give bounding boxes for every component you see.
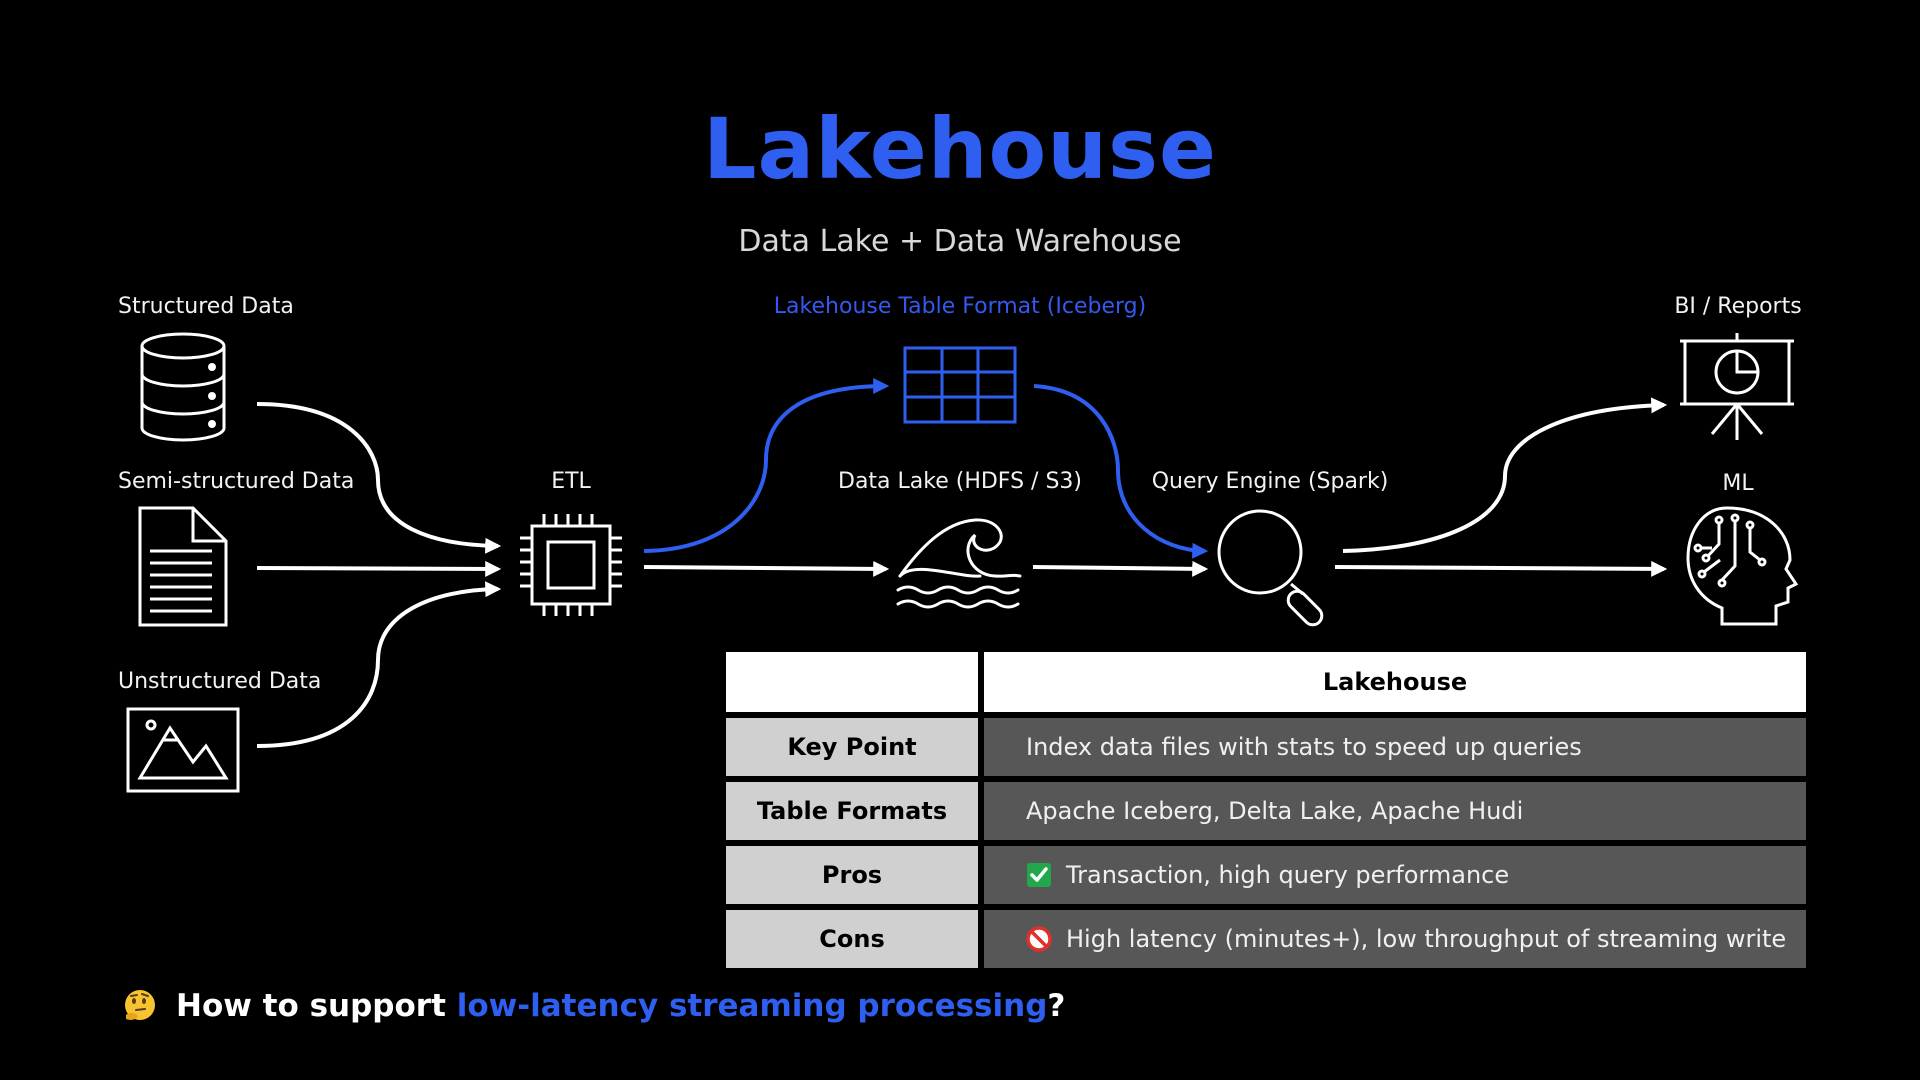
question-line: How to support low-latency streaming pro… <box>122 988 1065 1024</box>
label-ml: ML <box>1722 471 1754 496</box>
table-header-lakehouse: Lakehouse <box>984 652 1806 712</box>
wave-icon <box>896 518 1022 609</box>
row-label-key-point: Key Point <box>726 718 978 776</box>
label-data-lake: Data Lake (HDFS / S3) <box>838 469 1082 494</box>
label-query-engine: Query Engine (Spark) <box>1151 469 1389 494</box>
table-header-empty <box>726 652 978 712</box>
table-row: Cons High latency (minutes+), low throug… <box>726 910 1806 968</box>
table-row: Table Formats Apache Iceberg, Delta Lake… <box>726 782 1806 840</box>
table-header-row: Lakehouse <box>726 652 1806 712</box>
comparison-table: Lakehouse Key Point Index data files wit… <box>726 652 1806 974</box>
label-semi-structured-data: Semi-structured Data <box>118 469 355 494</box>
row-label-table-formats: Table Formats <box>726 782 978 840</box>
image-icon <box>126 707 240 793</box>
table-grid-icon <box>903 346 1017 424</box>
magnifier-icon <box>1217 509 1324 627</box>
thinking-face-icon <box>125 990 155 1020</box>
question-prefix: How to support <box>176 988 457 1024</box>
arrows-blue <box>643 378 1209 559</box>
row-label-pros: Pros <box>726 846 978 904</box>
ai-head-icon <box>1686 506 1799 626</box>
row-value-table-formats: Apache Iceberg, Delta Lake, Apache Hudi <box>984 782 1806 840</box>
page-subtitle: Data Lake + Data Warehouse <box>738 224 1182 259</box>
prohibited-icon <box>1026 926 1052 952</box>
row-value-key-point: Index data files with stats to speed up … <box>984 718 1806 776</box>
label-structured-data: Structured Data <box>118 294 294 319</box>
cpu-chip-icon <box>520 514 622 616</box>
label-table-format: Lakehouse Table Format (Iceberg) <box>773 294 1147 319</box>
database-icon <box>140 332 226 442</box>
page-title: Lakehouse <box>702 100 1218 198</box>
label-bi-reports: BI / Reports <box>1674 294 1802 319</box>
pros-text: Transaction, high query performance <box>1066 861 1510 889</box>
row-value-pros: Transaction, high query performance <box>984 846 1806 904</box>
label-unstructured-data: Unstructured Data <box>118 669 322 694</box>
check-mark-icon <box>1026 862 1052 888</box>
question-highlight: low-latency streaming processing <box>456 988 1048 1024</box>
arrows-white <box>256 397 1668 748</box>
question-suffix: ? <box>1047 988 1066 1024</box>
row-label-cons: Cons <box>726 910 978 968</box>
table-row: Pros Transaction, high query performance <box>726 846 1806 904</box>
table-row: Key Point Index data files with stats to… <box>726 718 1806 776</box>
row-value-cons: High latency (minutes+), low throughput … <box>984 910 1806 968</box>
cons-text: High latency (minutes+), low throughput … <box>1066 925 1787 953</box>
document-icon <box>138 506 228 627</box>
label-etl: ETL <box>551 469 591 494</box>
presentation-board-icon <box>1680 333 1794 440</box>
